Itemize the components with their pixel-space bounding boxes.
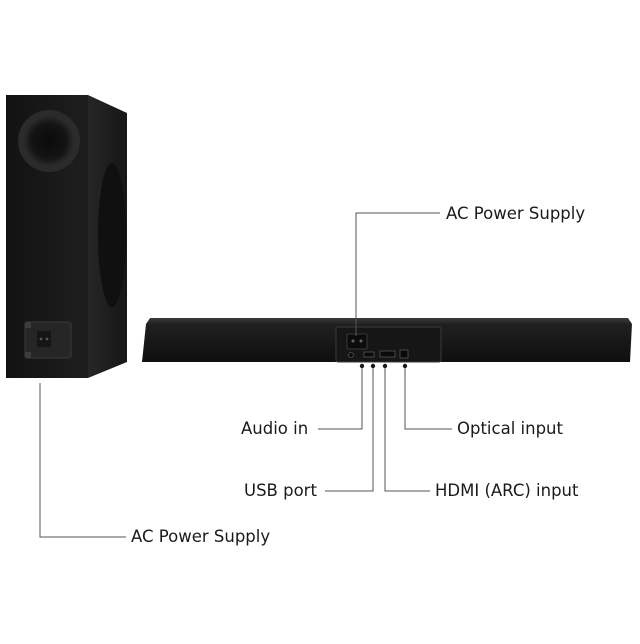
subwoofer — [6, 95, 127, 378]
panel-screw — [25, 352, 31, 358]
leader-dot — [382, 363, 388, 369]
audio-in-port — [348, 352, 354, 358]
socket-pin — [359, 339, 363, 343]
soundbar-top-surface — [146, 318, 632, 324]
panel-screw — [25, 322, 31, 328]
soundbar-power-socket — [346, 333, 368, 350]
usb-port — [363, 351, 375, 358]
label-hdmi-arc-input: HDMI (ARC) input — [435, 481, 579, 500]
leader-usb-port — [325, 366, 374, 492]
socket-pin — [45, 337, 49, 341]
subwoofer-woofer-icon — [24, 116, 74, 166]
leader-dot — [402, 363, 408, 369]
label-usb-port: USB port — [244, 481, 317, 500]
socket-pin — [351, 339, 355, 343]
leader-ac-power-top — [355, 212, 440, 336]
label-audio-in: Audio in — [241, 419, 309, 438]
leader-hdmi — [384, 366, 430, 492]
subwoofer-power-socket — [37, 331, 51, 347]
leader-lines — [39, 212, 452, 538]
leader-optical — [404, 366, 452, 430]
leader-dot — [359, 363, 365, 369]
hdmi-port — [379, 350, 396, 358]
label-optical-input: Optical input — [457, 419, 563, 438]
optical-port — [399, 349, 409, 359]
leader-dot — [370, 363, 376, 369]
leader-audio-in — [318, 366, 363, 430]
label-ac-power-supply-soundbar: AC Power Supply — [446, 204, 586, 223]
subwoofer-side-port — [98, 163, 126, 307]
soundbar — [142, 318, 632, 363]
label-ac-power-supply-subwoofer: AC Power Supply — [131, 527, 271, 546]
socket-pin — [39, 337, 43, 341]
leader-dots — [359, 363, 408, 369]
leader-ac-power-bottom — [39, 383, 126, 538]
